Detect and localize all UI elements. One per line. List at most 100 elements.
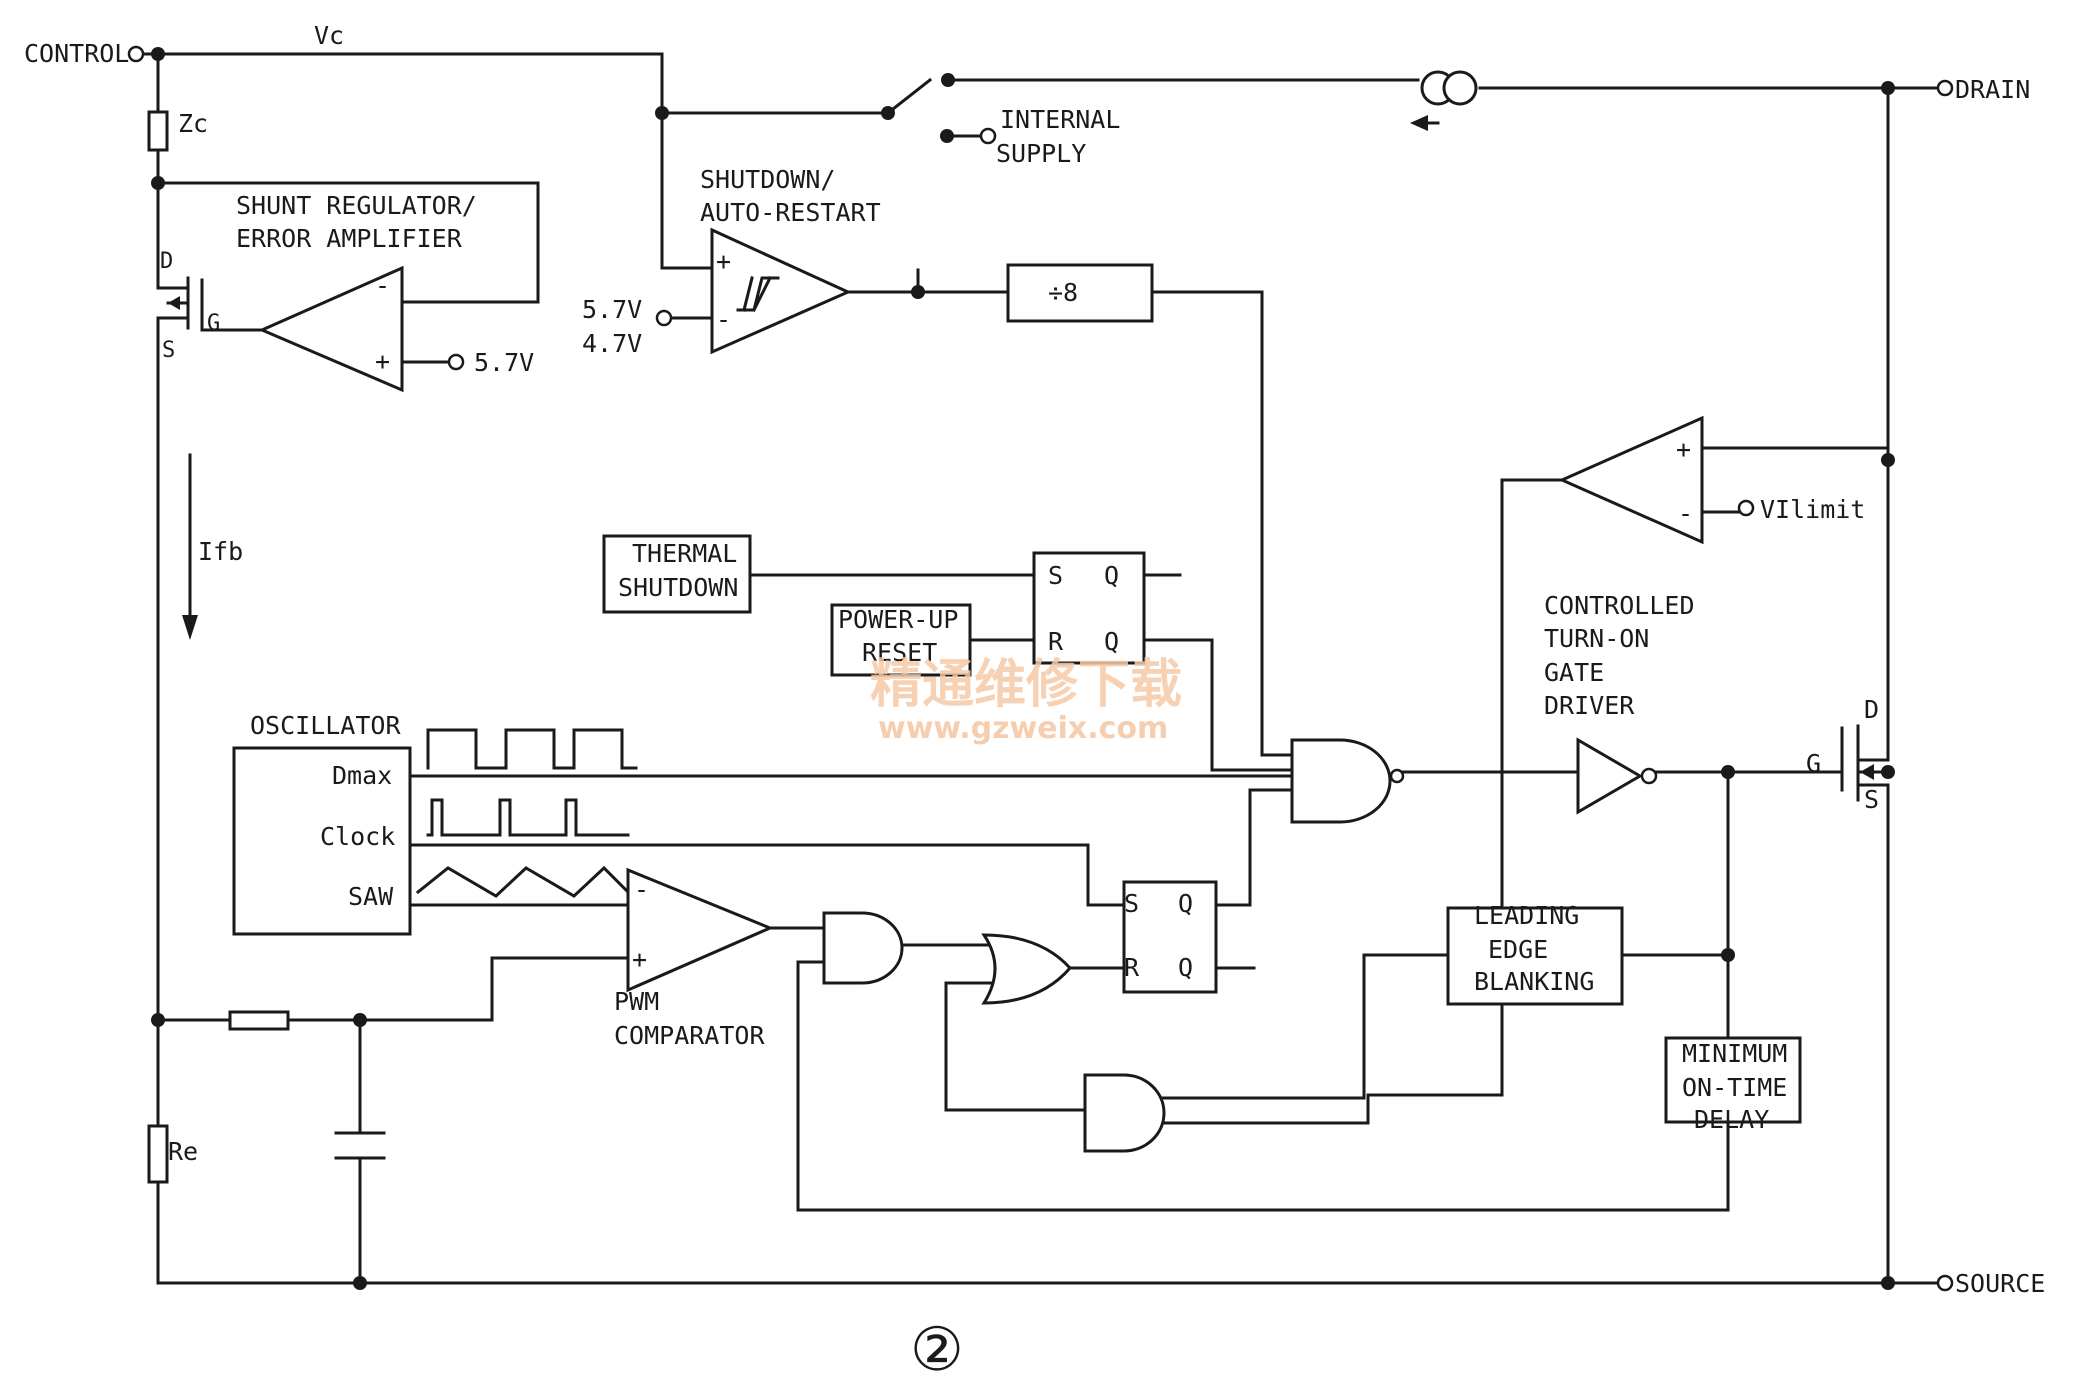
pwm-comparator <box>626 867 774 993</box>
pwm-plus: + <box>632 945 647 974</box>
and-gate-bottom <box>1083 1073 1166 1153</box>
thermal-line2: SHUTDOWN <box>618 573 738 602</box>
watermark-url: www.gzweix.com <box>878 711 1168 746</box>
shutdown-comparator <box>710 227 852 355</box>
shunt-amp-minus: - <box>375 271 390 300</box>
power-up-reset-box <box>830 603 972 677</box>
gate-driver-buffer <box>1576 737 1658 815</box>
junction-dots <box>151 47 1895 1290</box>
source-pin-label: SOURCE <box>1955 1269 2045 1298</box>
thermal-line1: THERMAL <box>632 539 737 568</box>
current-limit-comparator <box>1558 415 1704 545</box>
output-mosfet <box>1840 724 1882 802</box>
thermal-shutdown-box <box>602 534 752 614</box>
shutdown-ref-low-label: 4.7V <box>582 329 642 358</box>
gate-driver-line3: GATE <box>1544 658 1604 687</box>
re-resistor <box>147 1124 169 1184</box>
shutdown-line2: AUTO-RESTART <box>700 198 881 227</box>
latch-top-r: R <box>1048 627 1064 656</box>
pwm-line2: COMPARATOR <box>614 1021 765 1050</box>
re-label: Re <box>168 1137 198 1166</box>
pwm-line1: PWM <box>614 987 659 1016</box>
power-up-line1: POWER-UP <box>838 605 958 634</box>
current-source-icon <box>1410 70 1478 131</box>
clock-waveform-icon <box>426 798 630 837</box>
pwm-minus: - <box>634 875 649 904</box>
oscillator-saw: SAW <box>348 882 394 911</box>
latch-bottom-qbar: Q <box>1178 953 1193 982</box>
mosfet-g-label: G <box>1806 749 1821 778</box>
oscillator-title: OSCILLATOR <box>250 711 401 740</box>
zc-label: Zc <box>178 109 208 138</box>
hysteresis-icon <box>736 275 780 313</box>
latch-bottom-r: R <box>1124 953 1140 982</box>
sr-latch-bottom <box>1122 880 1218 994</box>
min-on-line2: ON-TIME <box>1682 1073 1787 1102</box>
min-on-line3: DELAY <box>1694 1105 1769 1134</box>
shunt-d-label: D <box>160 249 173 274</box>
shunt-s-label: S <box>162 338 175 363</box>
filter-capacitor <box>334 1131 386 1160</box>
vilimit-label: VIlimit <box>1760 495 1865 524</box>
vilimit-terminal <box>1737 499 1755 517</box>
vc-label: Vc <box>314 21 344 50</box>
or-gate <box>981 933 1073 1005</box>
oscillator-box <box>232 746 412 936</box>
control-terminal <box>127 45 145 63</box>
shunt-amp-plus: + <box>375 347 390 376</box>
dmax-waveform-icon <box>426 728 638 770</box>
gate-driver-line4: DRIVER <box>1544 691 1635 720</box>
drain-terminal <box>1936 79 1954 97</box>
latch-top-qbar: Q <box>1104 627 1119 656</box>
leb-line1: LEADING <box>1474 901 1579 930</box>
mosfet-s-label: S <box>1864 785 1879 814</box>
latch-bottom-q: Q <box>1178 889 1193 918</box>
shutdown-minus: - <box>716 305 731 334</box>
figure-number: ② <box>910 1315 964 1385</box>
latch-top-s: S <box>1048 561 1063 590</box>
drain-pin-label: DRAIN <box>1955 75 2030 104</box>
shutdown-ref-high-label: 5.7V <box>582 295 642 324</box>
nand-gate <box>1290 738 1405 824</box>
power-up-line2: RESET <box>862 638 937 667</box>
shunt-ref-terminal <box>447 353 465 371</box>
gate-driver-line2: TURN-ON <box>1544 624 1649 653</box>
leb-line3: BLANKING <box>1474 967 1594 996</box>
latch-bottom-s: S <box>1124 889 1139 918</box>
internal-supply-line2: SUPPLY <box>996 139 1086 168</box>
shutdown-ref-terminal <box>655 309 673 327</box>
zc-resistor <box>147 110 169 152</box>
divider-label: ÷8 <box>1048 278 1078 307</box>
shutdown-line1: SHUTDOWN/ <box>700 165 835 194</box>
divider-box <box>1006 263 1154 323</box>
saw-waveform-icon <box>415 865 631 898</box>
shunt-ref-label: 5.7V <box>474 348 534 377</box>
ifb-label: Ifb <box>198 537 243 566</box>
and-gate-top <box>822 911 904 985</box>
shutdown-plus: + <box>716 247 731 276</box>
leading-edge-blanking-box <box>1446 906 1624 1006</box>
ilimit-minus: - <box>1678 499 1693 528</box>
sr-latch-top <box>1032 551 1146 665</box>
shunt-mosfet <box>166 276 204 332</box>
wires <box>134 52 1940 1285</box>
min-on-line1: MINIMUM <box>1682 1039 1787 1068</box>
control-pin-label: CONTROL <box>24 39 129 68</box>
internal-supply-line1: INTERNAL <box>1000 105 1120 134</box>
minimum-on-time-delay-box <box>1664 1036 1802 1124</box>
filter-resistor <box>228 1010 290 1031</box>
oscillator-dmax: Dmax <box>332 761 392 790</box>
shunt-error-amplifier <box>258 265 404 393</box>
shunt-regulator-line1: SHUNT REGULATOR/ <box>236 191 477 220</box>
ifb-arrow-icon <box>182 453 198 640</box>
oscillator-clock: Clock <box>320 822 395 851</box>
internal-supply-terminal <box>979 127 997 145</box>
ilimit-plus: + <box>1676 435 1691 464</box>
source-terminal <box>1936 1274 1954 1292</box>
leb-line2: EDGE <box>1488 935 1548 964</box>
watermark-cn: 精通维修下载 <box>870 654 1182 715</box>
shunt-g-label: G <box>207 311 220 336</box>
gate-driver-line1: CONTROLLED <box>1544 591 1695 620</box>
latch-top-q: Q <box>1104 561 1119 590</box>
